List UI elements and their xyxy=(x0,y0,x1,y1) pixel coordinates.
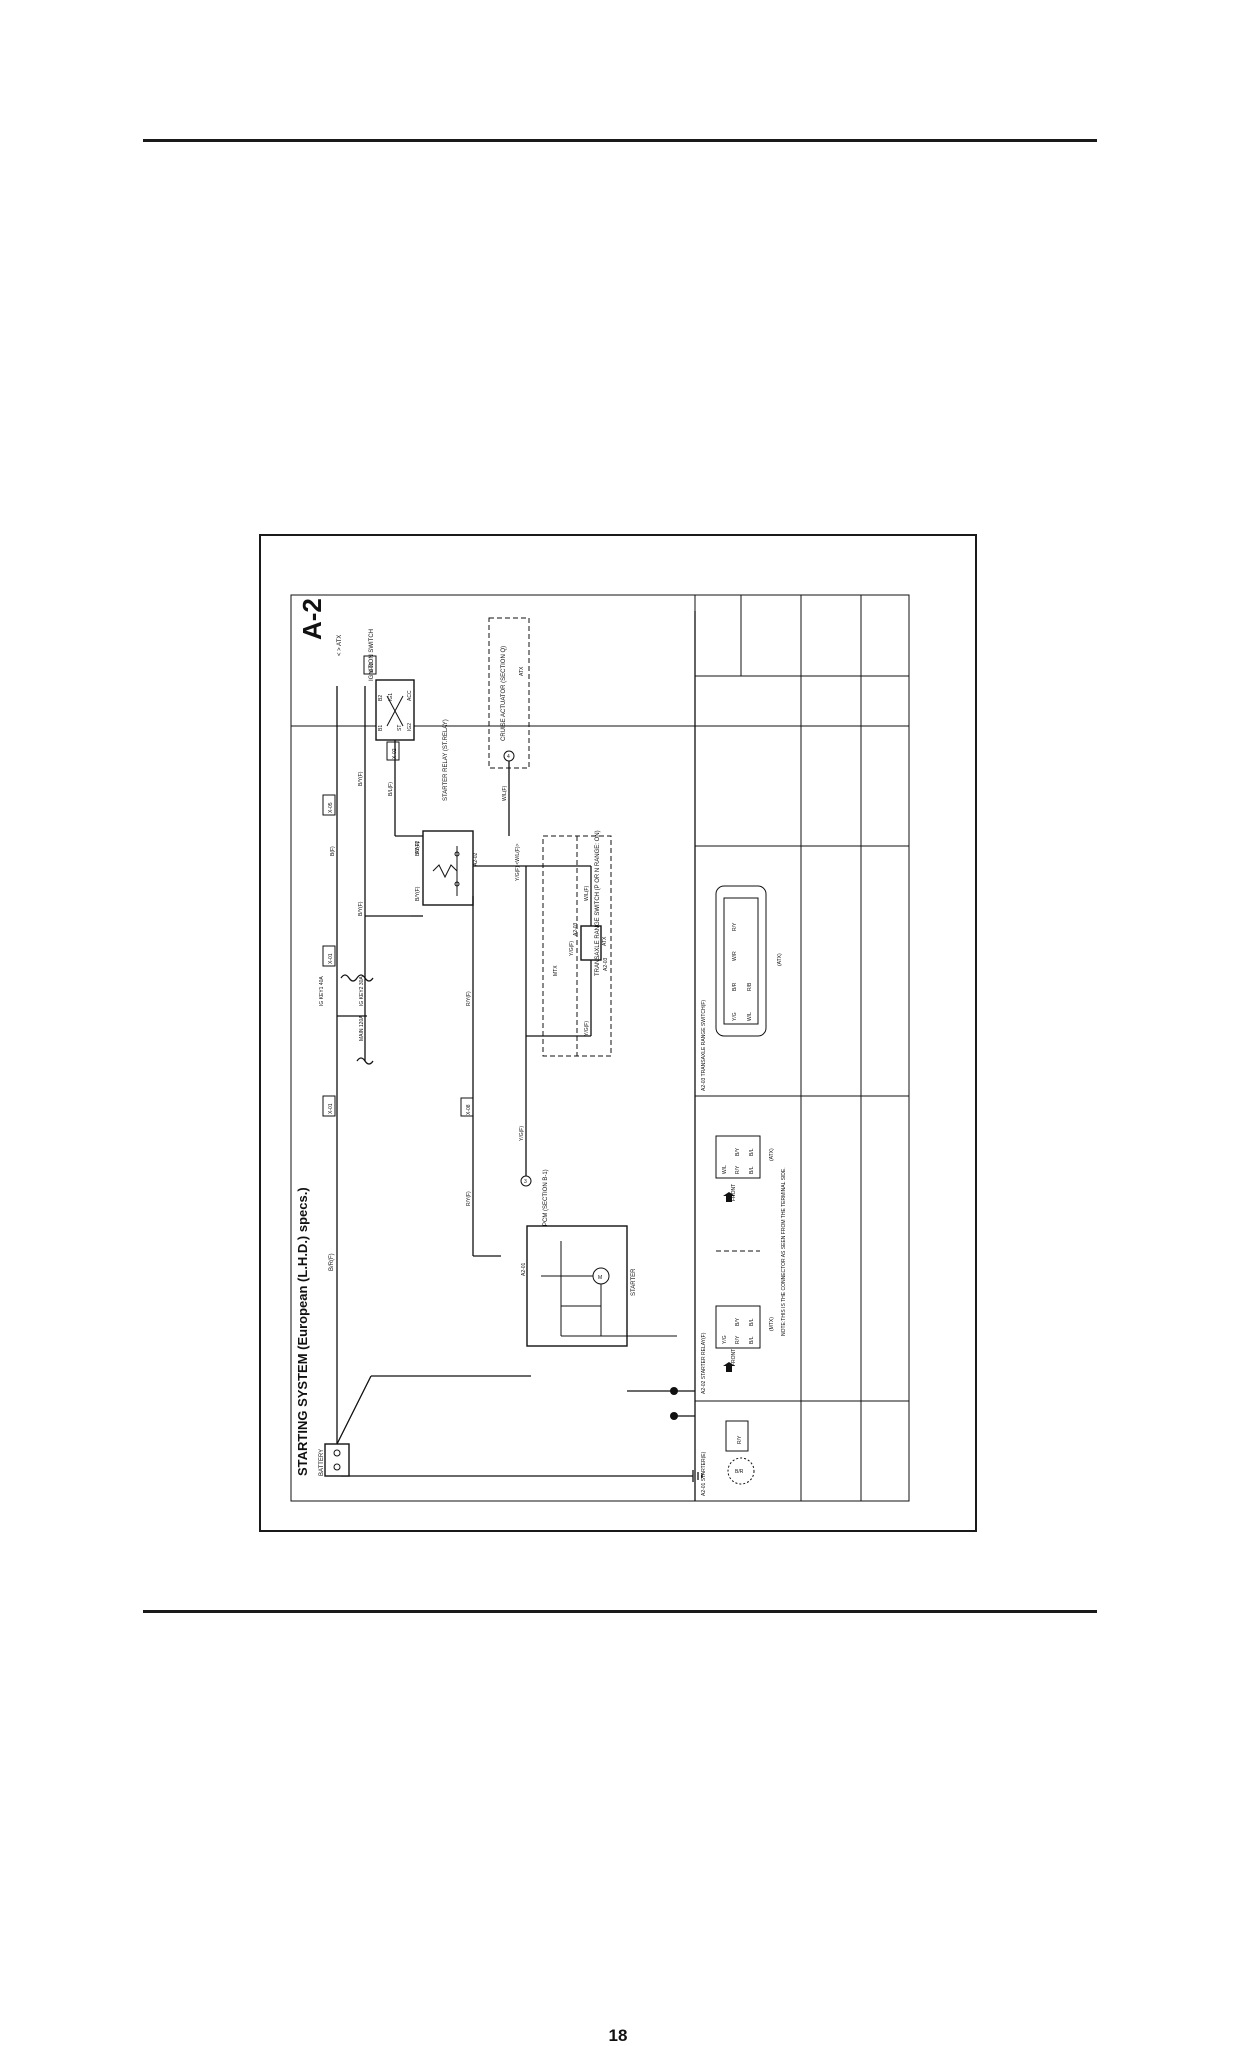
svg-text:(ATX): (ATX) xyxy=(769,1148,775,1161)
svg-text:R/Y(F): R/Y(F) xyxy=(466,991,472,1006)
wiring-diagram: STARTING SYSTEM (European (L.H.D.) specs… xyxy=(290,594,910,1502)
legend-note: < > ATX xyxy=(337,635,343,656)
svg-text:Y/G(F): Y/G(F) xyxy=(584,1021,590,1036)
svg-text:B/Y(F): B/Y(F) xyxy=(358,771,364,786)
svg-text:B(F): B(F) xyxy=(330,846,336,856)
svg-text:W/L: W/L xyxy=(747,1012,753,1021)
starter-relay-label: STARTER RELAY (ST.RELAY) xyxy=(443,719,449,801)
cruise-actuator-zone xyxy=(488,617,530,769)
svg-text:FRONT: FRONT xyxy=(731,1184,737,1201)
svg-text:B/Y: B/Y xyxy=(735,1317,741,1326)
a2-03-title: A2-03 TRANSAXLE RANGE SWITCH(F) xyxy=(701,1000,707,1091)
svg-text:W/L(F): W/L(F) xyxy=(502,785,508,801)
svg-text:IG1: IG1 xyxy=(388,693,394,701)
connector-note: NOTE:THIS IS THE CONNECTOR AS SEEN FROM … xyxy=(781,1167,787,1336)
a2-02-title: A2-02 STARTER RELAY(F) xyxy=(701,1332,707,1394)
wire-label: B/R(F) xyxy=(329,1253,335,1271)
a2-02-mtx-plug xyxy=(715,1305,761,1349)
front-arrow-icon xyxy=(723,1362,735,1372)
svg-text:(MTX): (MTX) xyxy=(769,1317,775,1331)
connector-label: X-05 xyxy=(328,802,334,813)
fuse-igkey1 xyxy=(340,974,358,982)
svg-text:B/L: B/L xyxy=(749,1318,755,1326)
svg-text:B/Y(F): B/Y(F) xyxy=(415,841,421,856)
starter-label: STARTER xyxy=(631,1268,637,1296)
starter-relay xyxy=(422,830,474,906)
svg-text:B/Y: B/Y xyxy=(735,1147,741,1156)
svg-text:B/Y(F): B/Y(F) xyxy=(415,886,421,901)
svg-text:Y/G(F): Y/G(F) xyxy=(519,1126,525,1141)
svg-text:3: 3 xyxy=(524,1179,527,1185)
svg-text:R/Y: R/Y xyxy=(735,1335,741,1344)
svg-text:(ATX): (ATX) xyxy=(777,953,783,966)
svg-text:B1: B1 xyxy=(378,725,384,731)
fuse-label: IG KEY2 30A xyxy=(359,976,365,1006)
battery-label: BATTERY xyxy=(319,1449,325,1476)
diagram-frame: STARTING SYSTEM (European (L.H.D.) specs… xyxy=(259,534,977,2045)
a2-01-plug-round xyxy=(727,1457,755,1485)
svg-text:ATX: ATX xyxy=(519,666,525,676)
svg-text:R/Y: R/Y xyxy=(737,1435,743,1444)
svg-text:A2-02: A2-02 xyxy=(473,852,479,866)
svg-text:A2-01: A2-01 xyxy=(521,1262,527,1276)
a2-03-plug xyxy=(715,885,767,1037)
svg-text:B/L(F): B/L(F) xyxy=(388,782,394,796)
starter-motor xyxy=(526,1225,628,1347)
transaxle-switch-label: TRANSAXLE RANGE SWITCH (P OR N RANGE: ON… xyxy=(595,830,601,976)
fuse-label: IG KEY1 40A xyxy=(319,976,325,1006)
bottom-rule xyxy=(143,1610,1097,1613)
svg-text:R/Y: R/Y xyxy=(735,1165,741,1174)
svg-text:Y/G(F): Y/G(F) xyxy=(569,941,575,956)
svg-text:ATX: ATX xyxy=(602,936,608,946)
front-arrow-icon xyxy=(723,1192,735,1202)
svg-text:M: M xyxy=(598,1275,602,1281)
svg-text:A2-03: A2-03 xyxy=(573,922,579,936)
ignition-switch-label: IGNITION SWITCH xyxy=(369,629,375,681)
pcm-label: PCM (SECTION B-1) xyxy=(543,1169,549,1226)
svg-text:B/R: B/R xyxy=(735,1469,744,1475)
svg-text:B/L: B/L xyxy=(749,1148,755,1156)
svg-text:R/Y(F): R/Y(F) xyxy=(466,1191,472,1206)
pcm-ref-circle xyxy=(520,1175,532,1187)
svg-text:W/L(F): W/L(F) xyxy=(584,885,590,901)
svg-text:W/L: W/L xyxy=(722,1165,728,1174)
fuse-label: MAIN 120A xyxy=(359,1015,365,1041)
svg-text:ST: ST xyxy=(397,725,403,731)
svg-text:Y/G: Y/G xyxy=(722,1335,728,1344)
svg-text:X-08: X-08 xyxy=(466,1104,472,1115)
connector-label: X-01 xyxy=(328,953,334,964)
top-rule xyxy=(143,139,1097,142)
svg-text:Y/G: Y/G xyxy=(732,1012,738,1021)
svg-text:R/B: R/B xyxy=(747,982,753,991)
svg-text:B/R: B/R xyxy=(732,982,738,991)
svg-text:IG2: IG2 xyxy=(407,723,413,731)
svg-text:ACC: ACC xyxy=(407,690,413,701)
a2-01-plug xyxy=(725,1420,749,1452)
svg-text:FRONT: FRONT xyxy=(731,1349,737,1366)
diagram-code: A-2 xyxy=(297,598,327,640)
svg-text:W/R: W/R xyxy=(732,951,738,961)
svg-text:A2-02: A2-02 xyxy=(415,840,421,854)
svg-text:4: 4 xyxy=(507,754,510,760)
diagram-title: STARTING SYSTEM (European (L.H.D.) specs… xyxy=(295,1187,310,1476)
svg-text:Y/G(F) <W/L(F)>: Y/G(F) <W/L(F)> xyxy=(515,843,521,881)
diagram-border xyxy=(290,594,910,1502)
a2-01-title: A2-01 STARTER(E) xyxy=(701,1451,707,1496)
svg-text:B/Y(F): B/Y(F) xyxy=(358,901,364,916)
connector-label: X-01 xyxy=(328,1103,334,1114)
battery-symbol xyxy=(324,1443,350,1477)
ground-node xyxy=(670,1412,678,1420)
page-number: 18 xyxy=(608,2026,628,2045)
svg-text:X-02: X-02 xyxy=(369,662,375,673)
svg-text:A2-03: A2-03 xyxy=(603,957,609,971)
a2-02-atx-plug xyxy=(715,1135,761,1179)
svg-text:B2: B2 xyxy=(378,695,384,701)
svg-text:B/L: B/L xyxy=(749,1166,755,1174)
svg-text:R/Y: R/Y xyxy=(732,922,738,931)
svg-text:MTX: MTX xyxy=(553,965,559,976)
svg-text:B/L: B/L xyxy=(749,1336,755,1344)
cruise-actuator-label: CRUISE ACTUATOR (SECTION Q) xyxy=(501,646,507,741)
